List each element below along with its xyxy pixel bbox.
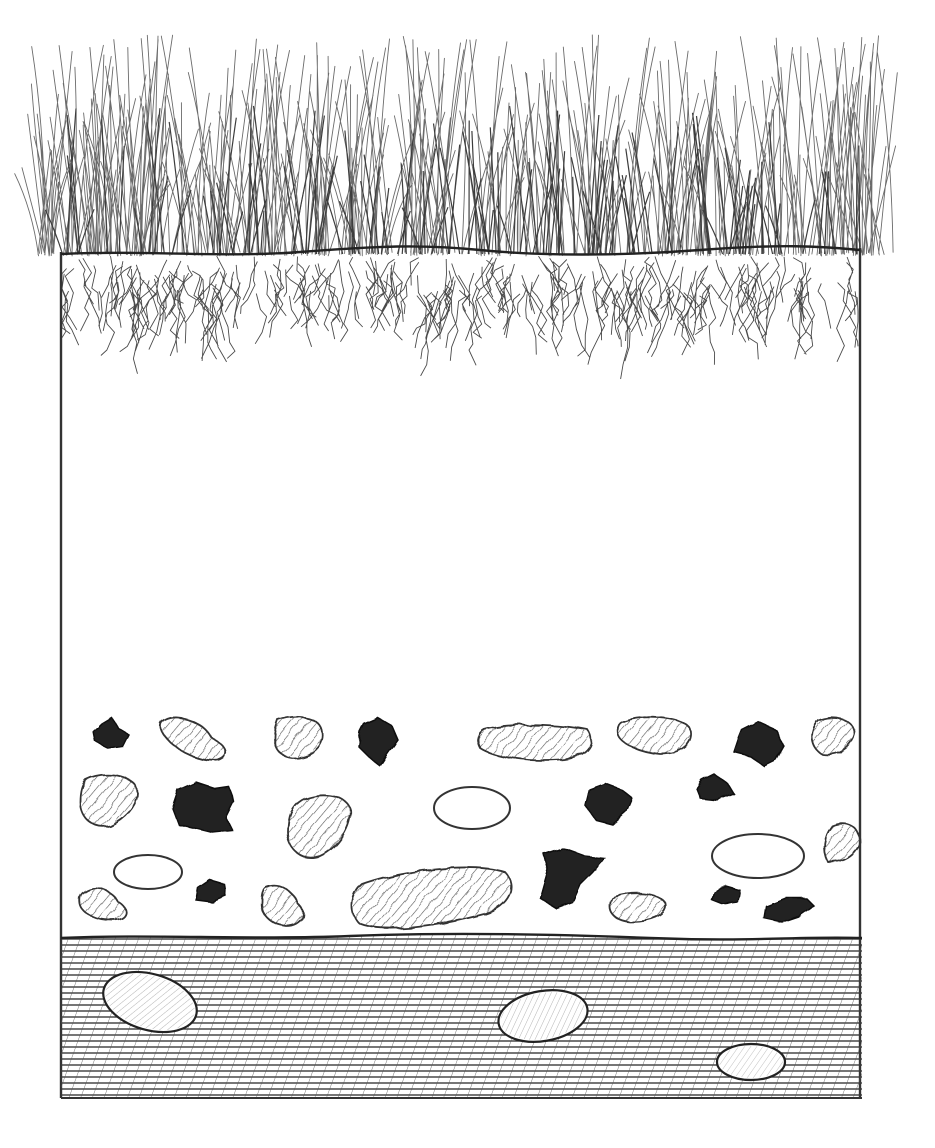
hatched-stone xyxy=(288,795,350,857)
open-pebble xyxy=(712,834,804,878)
dark-clump xyxy=(172,782,234,832)
dark-clump xyxy=(764,898,814,922)
dark-clump xyxy=(734,722,784,766)
open-pebble xyxy=(434,787,510,829)
root-strokes xyxy=(62,256,858,379)
hatched-stone xyxy=(352,868,511,929)
grass-layer xyxy=(15,35,898,256)
hatched-stone xyxy=(80,775,137,827)
hatched-stone xyxy=(610,893,666,922)
topsoil-roots-layer xyxy=(62,256,858,379)
hatched-stone xyxy=(274,717,322,758)
bedrock-layer xyxy=(61,934,862,1098)
dark-clump xyxy=(540,848,604,908)
hatched-stone xyxy=(478,725,592,761)
gravel-zone xyxy=(80,717,860,929)
hatched-stone xyxy=(262,886,303,926)
hatched-stone xyxy=(618,717,691,754)
open-pebble xyxy=(114,855,182,889)
dark-clump xyxy=(586,784,632,824)
dark-clump xyxy=(94,718,128,748)
dark-clump xyxy=(696,774,734,800)
hatched-stone xyxy=(161,717,226,760)
hatched-stone xyxy=(825,824,860,863)
hatched-stone xyxy=(812,717,855,754)
embedded-stone-hatch xyxy=(719,1046,783,1078)
dark-clump xyxy=(196,880,226,902)
dark-clump xyxy=(358,718,398,766)
hatched-stone xyxy=(80,888,126,920)
dark-clump xyxy=(712,886,740,904)
